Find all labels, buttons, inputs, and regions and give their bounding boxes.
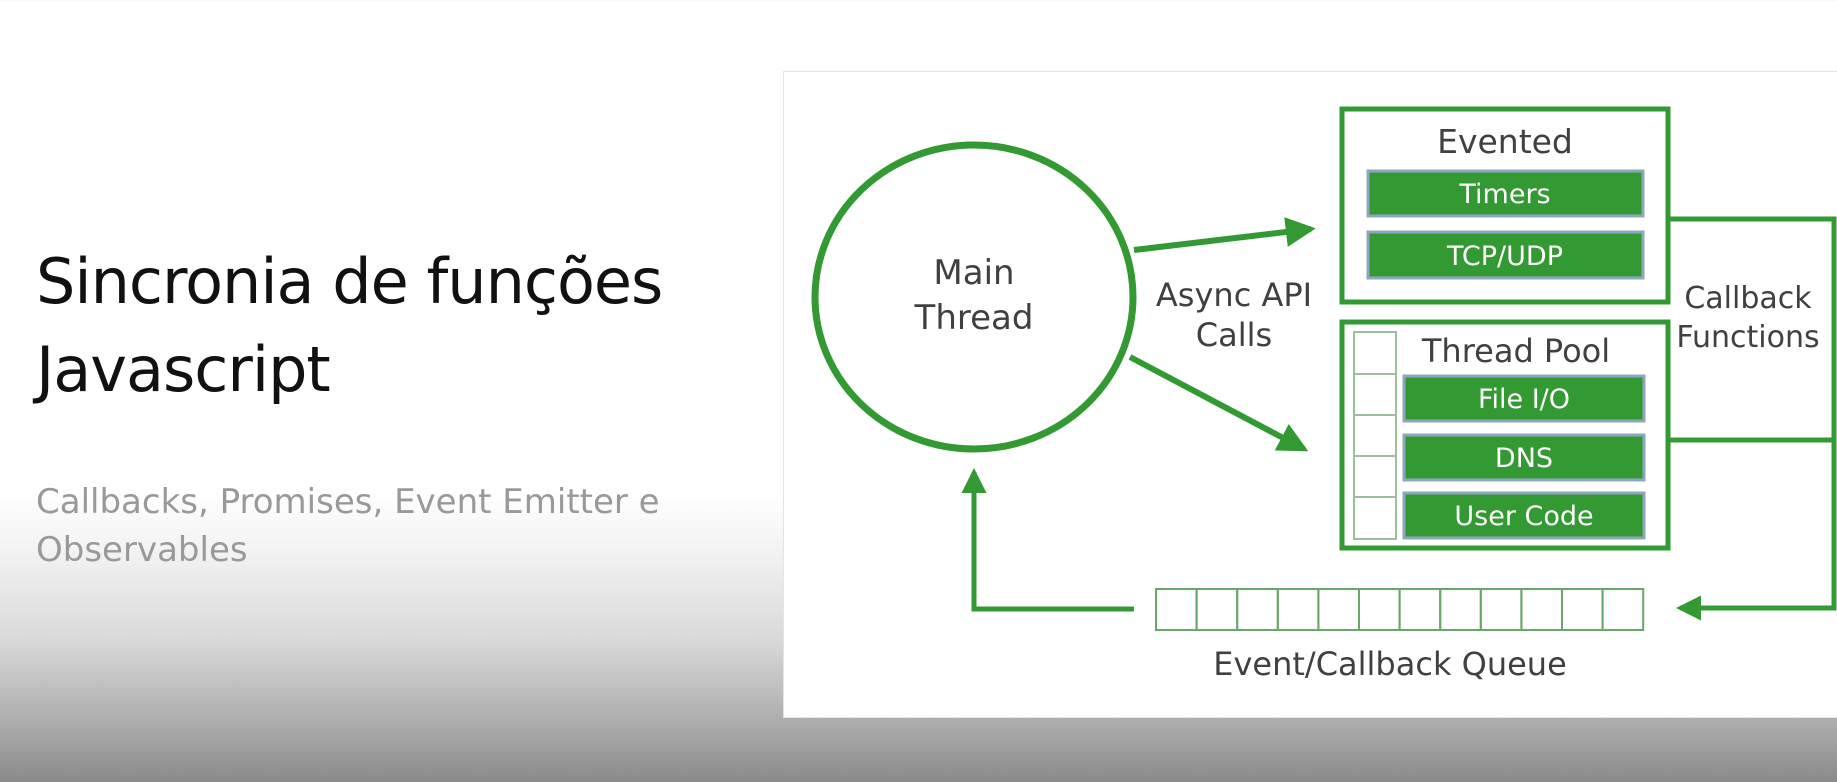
async-api-calls-label-line-2: Calls <box>1196 316 1272 354</box>
dns-box <box>1402 433 1646 482</box>
file-io-box <box>1402 374 1646 423</box>
tcp-udp-label: TCP/UDP <box>1446 241 1563 272</box>
async-call-arrow-thread-pool <box>1128 354 1309 452</box>
thread-slot <box>1353 496 1397 540</box>
evented-title: Evented <box>1437 122 1573 161</box>
slide-title: Sincronia de funções Javascript <box>36 238 663 414</box>
callback-functions-label-line-2: Functions <box>1676 320 1819 355</box>
event-callback-queue-label: Event/Callback Queue <box>1213 645 1567 683</box>
queue-slot <box>1195 588 1239 631</box>
timers-box <box>1366 169 1645 218</box>
queue-slot <box>1236 588 1279 631</box>
callback-arrow <box>1668 216 1837 621</box>
file-io-label: File I/O <box>1478 384 1570 415</box>
queue-slot <box>1601 588 1645 631</box>
queue-slot <box>1276 588 1320 631</box>
queue-slot <box>1439 588 1482 631</box>
queue-slot <box>1479 588 1523 631</box>
callback-functions-label-line-1: Callback <box>1684 281 1812 316</box>
slide-title-line-1: Sincronia de funções <box>36 245 663 318</box>
dns-label: DNS <box>1495 443 1553 474</box>
main-thread-label-line-2: Thread <box>914 298 1034 338</box>
user-code-label: User Code <box>1454 501 1593 532</box>
queue-slot <box>1358 588 1401 631</box>
slide-subtitle: Callbacks, Promises, Event Emitter e Obs… <box>36 482 660 570</box>
diagram-canvas: Main Thread Async API Calls Evented Time… <box>811 106 1837 683</box>
logo-icon <box>44 0 74 6</box>
event-loop-return-arrow <box>961 467 1134 612</box>
thread-pool-title: Thread Pool <box>1421 332 1610 370</box>
event-callback-queue: Event/Callback Queue <box>1155 588 1645 683</box>
event-loop-diagram: Main Thread Async API Calls Evented Time… <box>783 71 1837 718</box>
async-api-calls-label-line-1: Async API <box>1156 276 1312 314</box>
queue-slot <box>1155 588 1198 631</box>
queue-slot <box>1398 588 1442 631</box>
main-thread-node: Main Thread <box>811 141 1137 453</box>
async-call-arrow-evented <box>1133 217 1316 253</box>
queue-slot <box>1520 588 1564 631</box>
slide-title-line-2: Javascript <box>36 333 331 406</box>
thread-pool-group: Thread Pool File I/O DNS User Code <box>1339 319 1671 551</box>
evented-group: Evented Timers TCP/UDP <box>1339 106 1671 305</box>
main-thread-label-line-1: Main <box>933 253 1014 293</box>
queue-slot <box>1317 588 1361 631</box>
timers-label: Timers <box>1458 179 1550 210</box>
user-code-box <box>1402 491 1646 540</box>
main-thread-circle <box>811 141 1137 453</box>
queue-slot <box>1561 588 1604 631</box>
tcp-udp-box <box>1366 230 1645 280</box>
